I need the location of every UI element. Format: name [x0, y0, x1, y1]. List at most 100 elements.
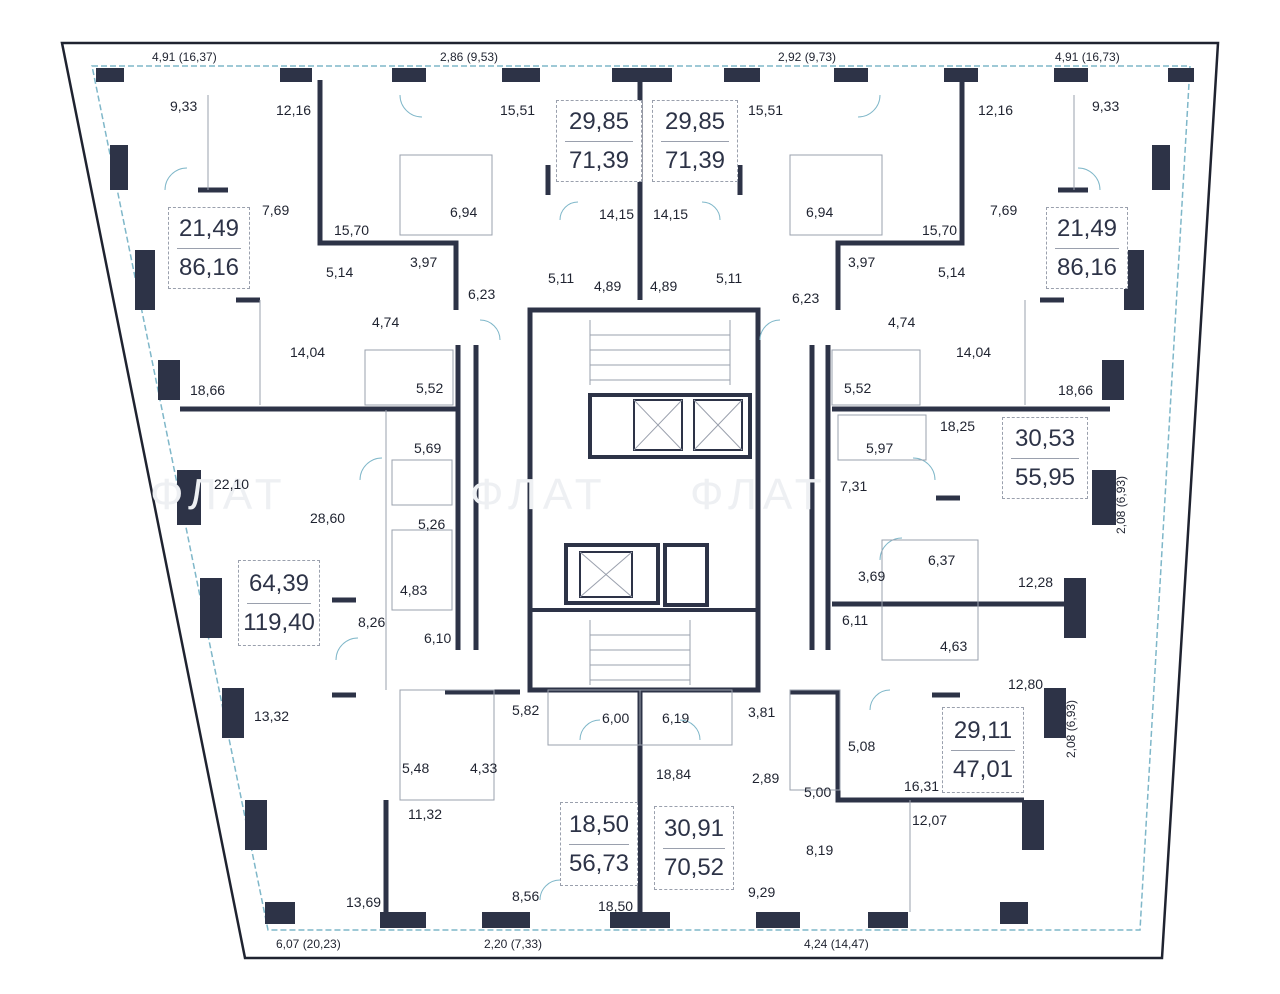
- room-area: 6,37: [928, 552, 956, 568]
- total-area: 86,16: [1056, 253, 1118, 281]
- living-area: 29,85: [568, 107, 630, 135]
- dim-top-1: 4,91 (16,37): [152, 50, 217, 64]
- room-area: 3,69: [858, 568, 886, 584]
- room-area: 4,83: [400, 582, 428, 598]
- room-area: 5,11: [716, 270, 743, 286]
- room-area: 6,94: [806, 204, 834, 220]
- room-area: 5,52: [844, 380, 872, 396]
- room-area: 2,89: [752, 770, 780, 786]
- room-area: 3,97: [410, 254, 438, 270]
- room-area: 6,10: [424, 630, 452, 646]
- dim-right-2: 2,08 (6,93): [1064, 699, 1078, 758]
- room-area: 7,69: [990, 202, 1018, 218]
- apartment-area-box: 30,91 70,52: [654, 806, 734, 890]
- room-area: 22,10: [214, 476, 250, 492]
- apartment-area-box: 18,50 56,73: [560, 802, 638, 886]
- room-area: 8,56: [512, 888, 540, 904]
- dim-bottom-2: 2,20 (7,33): [484, 937, 543, 951]
- dim-top-4: 4,91 (16,73): [1055, 50, 1120, 64]
- room-area: 4,74: [888, 314, 916, 330]
- room-area: 5,00: [804, 784, 832, 800]
- room-area: 4,63: [940, 638, 968, 654]
- room-area: 4,89: [594, 278, 622, 294]
- room-area: 14,04: [956, 344, 992, 360]
- apartment-area-box: 29,85 71,39: [556, 100, 642, 182]
- room-area: 15,51: [500, 102, 536, 118]
- building-inner-outline: [91, 65, 1191, 931]
- total-area: 71,39: [568, 146, 630, 174]
- living-area: 29,85: [664, 107, 726, 135]
- dim-top-3: 2,92 (9,73): [778, 50, 837, 64]
- total-area: 86,16: [178, 253, 240, 281]
- living-area: 21,49: [1056, 214, 1118, 242]
- room-area: 8,19: [806, 842, 834, 858]
- watermark-right: ФЛАТ: [690, 470, 828, 519]
- apartment-area-box: 30,53 55,95: [1002, 417, 1088, 499]
- room-area: 28,60: [310, 510, 346, 526]
- apartment-area-box: 29,85 71,39: [652, 100, 738, 182]
- room-area: 6,00: [602, 710, 630, 726]
- room-area: 8,26: [358, 614, 386, 630]
- door-swings: [164, 94, 1101, 901]
- total-area: 119,40: [243, 608, 315, 636]
- room-area: 18,84: [656, 766, 692, 782]
- room-area: 15,70: [922, 222, 958, 238]
- room-area: 5,14: [326, 264, 354, 280]
- room-area: 5,26: [418, 516, 446, 532]
- room-area: 12,28: [1018, 574, 1054, 590]
- room-area: 5,97: [866, 440, 894, 456]
- room-area: 18,25: [940, 418, 976, 434]
- room-area: 14,04: [290, 344, 326, 360]
- living-area: 30,53: [1014, 424, 1076, 452]
- apartment-area-box: 21,49 86,16: [168, 207, 250, 289]
- room-area: 9,33: [1092, 98, 1120, 114]
- room-area: 11,32: [408, 806, 442, 822]
- apartment-area-box: 64,39 119,40: [238, 560, 320, 646]
- apartment-area-box: 29,11 47,01: [942, 707, 1024, 793]
- dim-bottom-3: 4,24 (14,47): [804, 937, 869, 951]
- living-area: 18,50: [568, 810, 630, 838]
- room-area: 6,11: [842, 612, 869, 628]
- room-area: 4,89: [650, 278, 678, 294]
- room-area: 12,07: [912, 812, 948, 828]
- room-area: 12,16: [978, 102, 1014, 118]
- room-area: 14,15: [653, 206, 689, 222]
- room-area: 9,29: [748, 884, 776, 900]
- room-area: 6,19: [662, 710, 690, 726]
- building-outline: [60, 41, 1220, 960]
- room-area: 14,15: [599, 206, 635, 222]
- room-area: 5,69: [414, 440, 442, 456]
- living-area: 30,91: [663, 814, 725, 842]
- room-area: 3,97: [848, 254, 876, 270]
- total-area: 55,95: [1014, 463, 1076, 491]
- room-area: 15,70: [334, 222, 370, 238]
- room-area: 5,52: [416, 380, 444, 396]
- living-area: 29,11: [953, 716, 1013, 744]
- room-area: 5,14: [938, 264, 966, 280]
- room-area: 6,23: [792, 290, 820, 306]
- room-area: 5,11: [548, 270, 575, 286]
- room-area: 4,74: [372, 314, 400, 330]
- room-area: 18,66: [1058, 382, 1094, 398]
- secondary-partitions: [207, 95, 1075, 912]
- room-area: 15,51: [748, 102, 784, 118]
- total-area: 71,39: [664, 146, 726, 174]
- room-area: 5,82: [512, 702, 540, 718]
- apartment-area-box: 21,49 86,16: [1046, 207, 1128, 289]
- room-area: 5,48: [402, 760, 430, 776]
- room-area: 9,33: [170, 98, 198, 114]
- room-area: 13,32: [254, 708, 290, 724]
- total-area: 70,52: [663, 853, 725, 881]
- dim-right-1: 2,08 (6,93): [1114, 475, 1128, 534]
- room-area: 7,31: [840, 478, 868, 494]
- room-area: 5,08: [848, 738, 876, 754]
- total-area: 47,01: [952, 755, 1014, 783]
- living-area: 64,39: [248, 569, 310, 597]
- room-area: 3,81: [748, 704, 776, 720]
- room-area: 13,69: [346, 894, 382, 910]
- room-area: 12,16: [276, 102, 312, 118]
- room-area: 7,69: [262, 202, 290, 218]
- total-area: 56,73: [568, 849, 630, 877]
- room-area: 4,33: [470, 760, 498, 776]
